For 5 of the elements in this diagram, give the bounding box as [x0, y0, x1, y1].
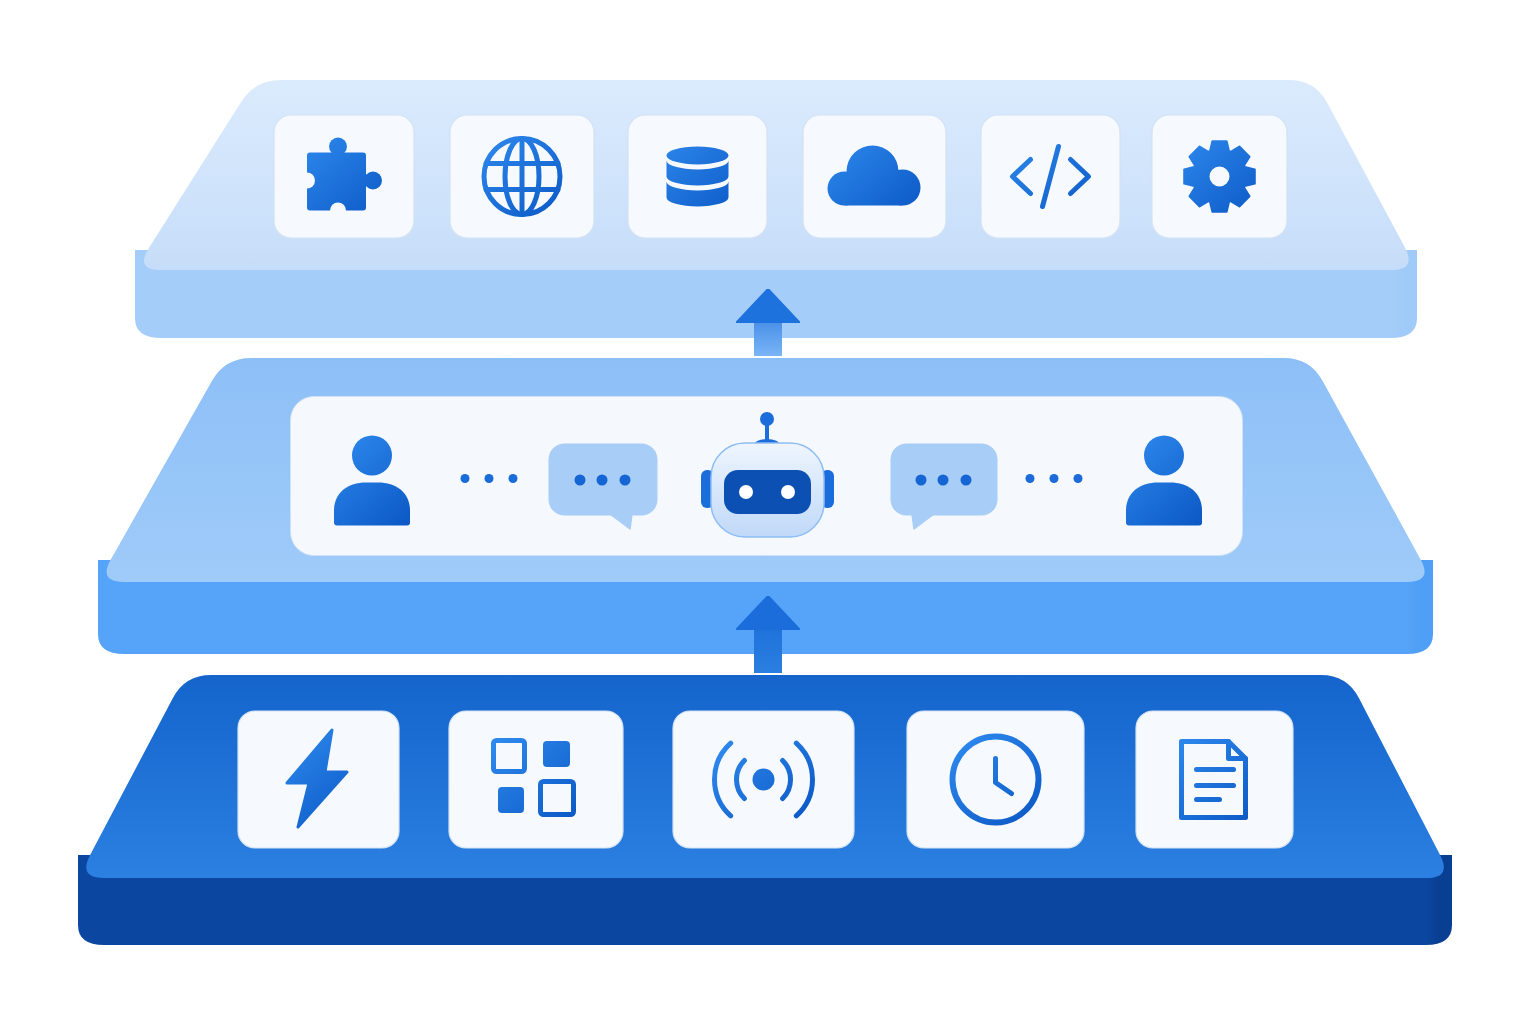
- platform-layer: [96, 356, 1435, 656]
- platform-layer: [76, 673, 1454, 947]
- platform-layer: [133, 78, 1419, 340]
- arrow: [735, 595, 801, 673]
- arrow: [735, 288, 801, 356]
